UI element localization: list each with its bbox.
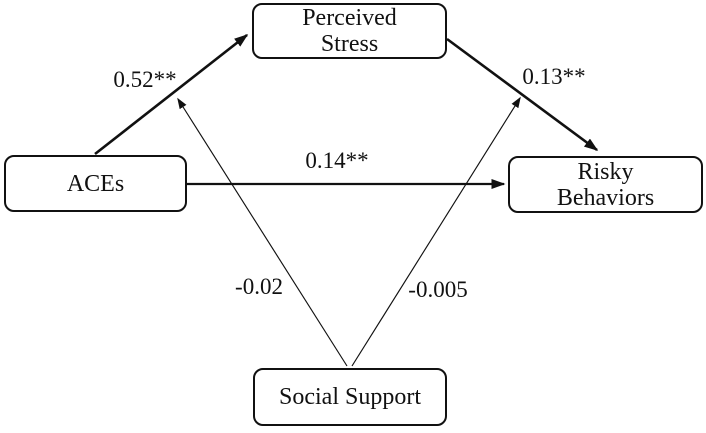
node-aces: ACEs	[4, 155, 187, 212]
arrow-aces-to-perceived-stress	[94, 33, 249, 156]
coefficient-perceived-stress-to-risky-behaviors: 0.13**	[522, 64, 586, 89]
coefficient-social-support-left-path: -0.02	[235, 274, 283, 299]
coefficient-aces-to-perceived-stress: 0.52**	[113, 67, 177, 92]
arrow-social-support-to-stress-behaviors-path	[351, 96, 521, 367]
node-risky-behaviors: Risky Behaviors	[508, 156, 703, 213]
arrow-perceived-stress-to-risky-behaviors	[446, 37, 599, 152]
node-risky-behaviors-label-line2: Behaviors	[556, 184, 655, 211]
coefficient-social-support-right-path: -0.005	[408, 277, 468, 302]
node-social-support: Social Support	[253, 368, 447, 426]
node-perceived-stress-label-line2: Stress	[320, 31, 379, 57]
node-perceived-stress-label-line1: Perceived	[302, 5, 397, 31]
node-perceived-stress: Perceived Stress	[252, 3, 447, 59]
node-social-support-label: Social Support	[279, 384, 421, 410]
node-risky-behaviors-label-line1: Risky	[577, 158, 634, 185]
coefficient-aces-to-risky-behaviors: 0.14**	[305, 148, 369, 173]
node-aces-label: ACEs	[66, 170, 125, 197]
arrow-social-support-to-aces-stress-path	[177, 97, 348, 367]
